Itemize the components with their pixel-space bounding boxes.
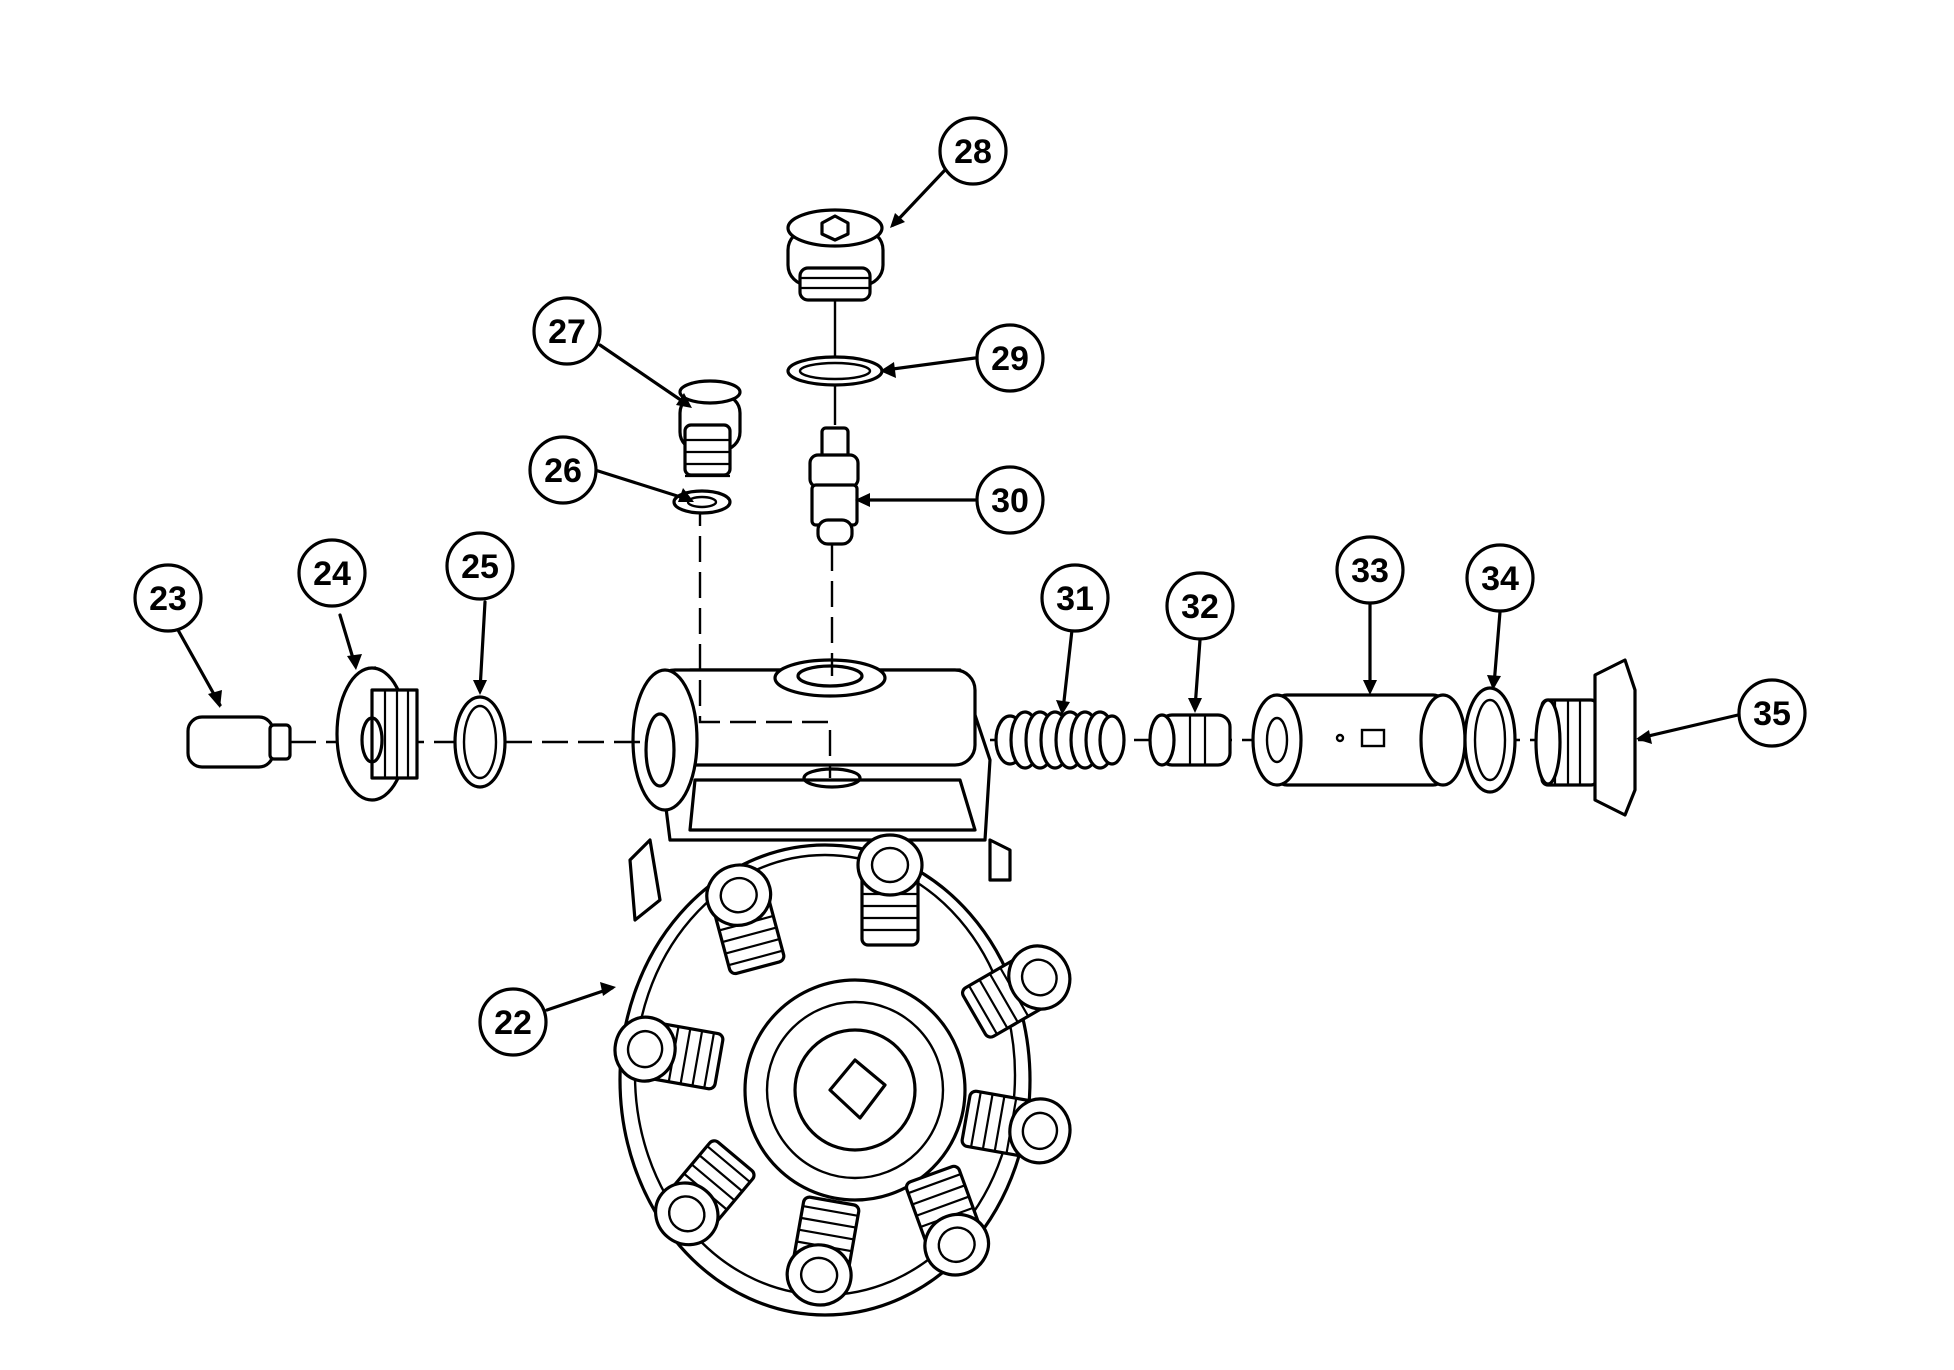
callout-25-label: 25 [461, 548, 499, 586]
part-25-o-ring [453, 695, 507, 789]
callout-31: 31 [1040, 563, 1110, 633]
callout-31-label: 31 [1056, 580, 1094, 618]
part-31-spring [994, 710, 1126, 770]
callout-22: 22 [478, 987, 548, 1057]
part-24-hex-plug [335, 666, 419, 802]
callout-28-label: 28 [954, 133, 992, 171]
part-33-sleeve [1251, 693, 1467, 787]
callout-32-label: 32 [1181, 588, 1219, 626]
callout-27-label: 27 [548, 313, 586, 351]
callout-27: 27 [532, 296, 602, 366]
callout-26: 26 [528, 435, 598, 505]
part-22-outlet-fittings [613, 833, 1072, 1307]
part-34-o-ring [1463, 686, 1517, 794]
callout-34: 34 [1465, 543, 1535, 613]
part-27-bolt [678, 379, 742, 478]
part-28-plug [786, 208, 885, 302]
callout-29: 29 [975, 323, 1045, 393]
part-35-hex-plug [1534, 658, 1637, 817]
part-32-piston [1148, 713, 1232, 767]
callout-30: 30 [975, 465, 1045, 535]
part-30-valve [808, 426, 860, 546]
callout-35: 35 [1737, 678, 1807, 748]
callout-24-label: 24 [313, 555, 351, 593]
callout-30-label: 30 [991, 482, 1029, 520]
callout-25: 25 [445, 531, 515, 601]
callout-23-label: 23 [149, 580, 187, 618]
callout-26-label: 26 [544, 452, 582, 490]
callout-33: 33 [1335, 535, 1405, 605]
callout-23: 23 [133, 563, 203, 633]
part-23-pin [186, 715, 292, 769]
callout-32: 32 [1165, 571, 1235, 641]
part-29-o-ring [786, 355, 884, 387]
callout-33-label: 33 [1351, 552, 1389, 590]
callout-28: 28 [938, 116, 1008, 186]
callout-24: 24 [297, 538, 367, 608]
callout-34-label: 34 [1481, 560, 1519, 598]
leader-lines [176, 168, 1740, 1012]
callout-35-label: 35 [1753, 695, 1791, 733]
callout-29-label: 29 [991, 340, 1029, 378]
callout-22-label: 22 [494, 1004, 532, 1042]
